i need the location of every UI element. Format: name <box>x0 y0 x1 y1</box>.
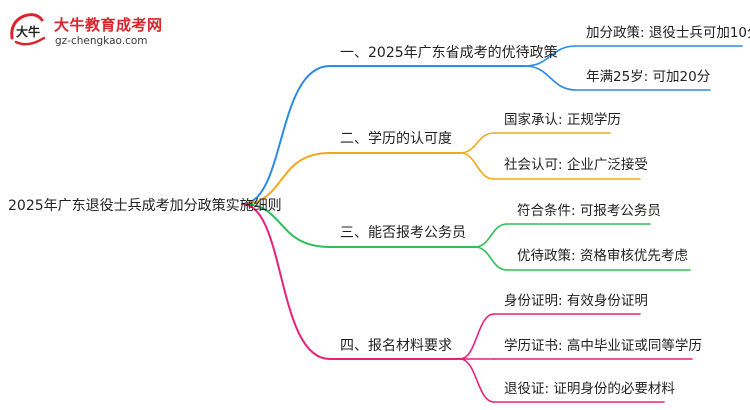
subtopic-1-1: 加分政策: 退役士兵可加10分 <box>586 24 750 41</box>
branch-connector-3 <box>241 203 331 248</box>
subtopic-connector-3-1 <box>474 223 508 248</box>
subtopic-4-3: 退役证: 证明身份的必要材料 <box>504 381 675 397</box>
subtopic-connector-3-2 <box>474 246 508 271</box>
subtopic-3-1: 符合条件: 可报考公务员 <box>517 202 661 219</box>
mindmap-labels: 2025年广东退役士兵成考加分政策实施细则 一、2025年广东省成考的优待政策 加… <box>8 24 750 397</box>
subtopic-4-2: 学历证书: 高中毕业证或同等学历 <box>504 337 702 354</box>
subtopic-connector-1-2 <box>524 65 577 91</box>
subtopic-connector-4-1 <box>459 313 495 360</box>
subtopic-1-2: 年满25岁: 可加20分 <box>586 69 710 85</box>
subtopic-4-1: 身份证明: 有效身份证明 <box>504 293 648 309</box>
subtopic-connector-1-1 <box>524 45 577 67</box>
branch-topic-2: 二、学历的认可度 <box>340 131 452 147</box>
subtopic-2-2: 社会认可: 企业广泛接受 <box>504 156 648 173</box>
subtopic-connector-2-2 <box>459 152 495 180</box>
branch-connector-4 <box>241 203 331 360</box>
branch-topic-3: 三、能否报考公务员 <box>340 225 466 241</box>
logo-title: 大牛教育成考网 <box>54 16 163 34</box>
branch-topic-1: 一、2025年广东省成考的优待政策 <box>340 44 558 61</box>
site-logo[interactable]: 大牛 大牛教育成考网 gz-chengkao.com <box>6 8 186 52</box>
branch-connector-2 <box>241 152 331 205</box>
subtopic-3-2: 优待政策: 资格审核优先考虑 <box>517 247 688 264</box>
mindmap-edges <box>241 45 743 403</box>
logo-url: gz-chengkao.com <box>55 35 148 47</box>
branch-connector-1 <box>241 65 331 205</box>
subtopic-2-1: 国家承认: 正规学历 <box>504 111 621 128</box>
logo-mark-text: 大牛 <box>16 24 40 39</box>
subtopic-connector-2-1 <box>459 132 495 154</box>
logo-mark-icon: 大牛 <box>10 13 46 46</box>
subtopic-connector-4-3 <box>459 358 495 403</box>
branch-topic-4: 四、报名材料要求 <box>340 338 452 354</box>
root-topic: 2025年广东退役士兵成考加分政策实施细则 <box>8 197 282 214</box>
